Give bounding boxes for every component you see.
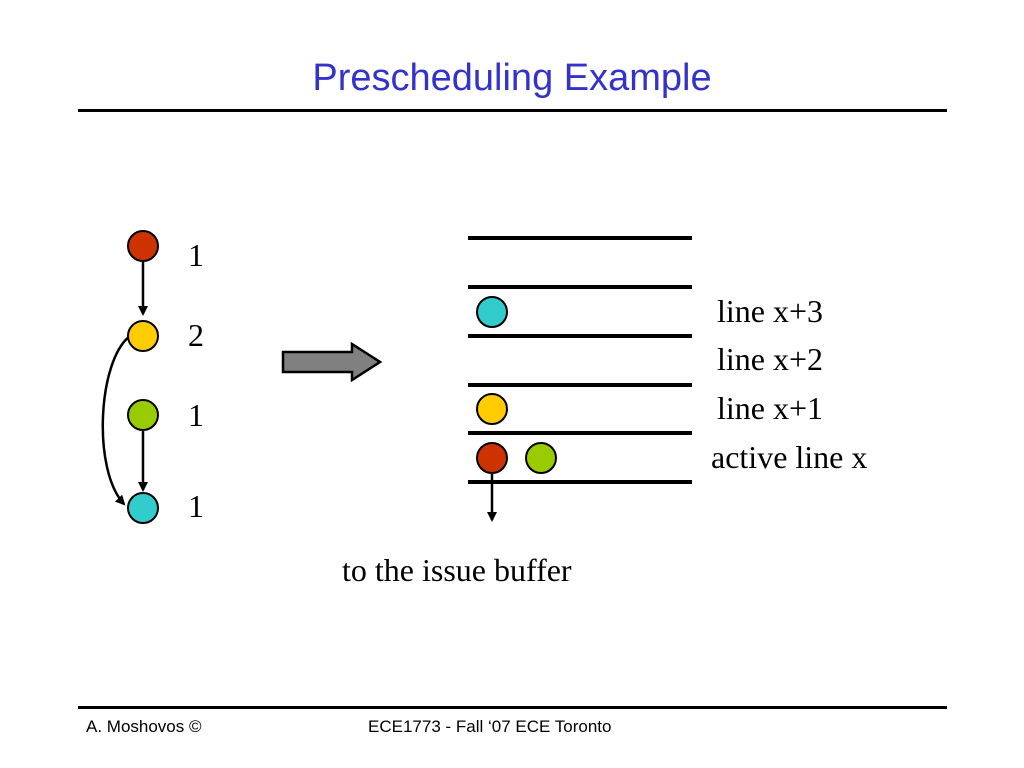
graph-node-1-latency: 1 <box>188 237 204 273</box>
footer-divider <box>78 706 947 709</box>
scheduled-node-4 <box>476 296 508 328</box>
scheduled-node-2 <box>476 393 508 425</box>
issue-buffer-label: to the issue buffer <box>342 552 572 588</box>
line-label-x1: line x+1 <box>717 390 823 426</box>
scheduled-node-3 <box>525 442 557 474</box>
graph-node-4-latency: 1 <box>188 488 204 524</box>
dependency-graph: 1 2 1 1 <box>101 230 204 524</box>
footer-author: A. Moshovos © <box>86 717 202 736</box>
graph-node-3 <box>127 399 159 431</box>
graph-node-4 <box>127 492 159 524</box>
slide-title: Prescheduling Example <box>312 57 712 99</box>
schedule-table: line x+3 line x+2 line x+1 active line x… <box>342 236 867 588</box>
edge-n2-n4 <box>101 335 131 506</box>
footer-course: ECE1773 - Fall ‘07 ECE Toronto <box>368 717 612 736</box>
title-divider <box>78 109 947 112</box>
line-label-x3: line x+3 <box>717 293 823 329</box>
scheduled-node-1 <box>476 442 508 474</box>
graph-node-2-latency: 2 <box>188 317 204 353</box>
graph-node-1 <box>127 230 159 262</box>
transform-arrow-icon <box>281 341 383 383</box>
line-label-x2: line x+2 <box>717 341 823 377</box>
graph-node-2 <box>127 320 159 352</box>
line-label-active: active line x <box>711 439 867 475</box>
graph-node-3-latency: 1 <box>188 397 204 433</box>
